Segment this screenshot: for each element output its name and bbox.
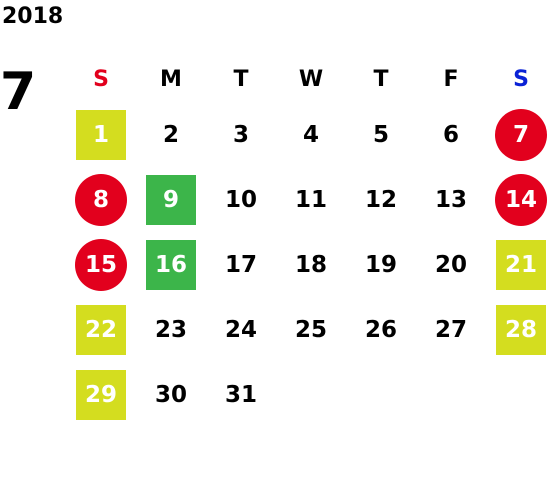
day-cell[interactable]: 2 bbox=[136, 102, 206, 167]
day-number: 8 bbox=[75, 173, 127, 226]
day-number: 15 bbox=[75, 238, 127, 291]
day-cell[interactable]: 18 bbox=[276, 232, 346, 297]
day-cell[interactable]: 16 bbox=[136, 232, 206, 297]
day-cell[interactable]: 4 bbox=[276, 102, 346, 167]
month-number: 7 bbox=[0, 62, 37, 122]
day-cell[interactable]: 25 bbox=[276, 297, 346, 362]
day-number: 20 bbox=[434, 251, 467, 278]
day-number: 11 bbox=[294, 186, 327, 213]
day-number: 22 bbox=[76, 304, 126, 355]
year-label: 2018 bbox=[2, 4, 64, 29]
day-number: 30 bbox=[154, 381, 187, 408]
day-number: 26 bbox=[364, 316, 397, 343]
weekday-header-mon: M bbox=[160, 67, 182, 92]
day-number: 9 bbox=[146, 174, 196, 225]
day-cell[interactable]: 31 bbox=[206, 362, 276, 427]
day-cell[interactable]: 12 bbox=[346, 167, 416, 232]
day-number: 4 bbox=[302, 121, 319, 148]
day-cell[interactable]: 17 bbox=[206, 232, 276, 297]
day-number: 2 bbox=[162, 121, 179, 148]
day-cell[interactable]: 22 bbox=[66, 297, 136, 362]
day-number: 31 bbox=[224, 381, 257, 408]
day-cell[interactable]: 5 bbox=[346, 102, 416, 167]
day-cell[interactable]: 27 bbox=[416, 297, 486, 362]
day-cell[interactable]: 24 bbox=[206, 297, 276, 362]
weekday-header-sun: S bbox=[93, 67, 109, 92]
day-cell[interactable]: 10 bbox=[206, 167, 276, 232]
weekday-header-tue: T bbox=[233, 67, 249, 92]
weekday-header-thu: T bbox=[373, 67, 389, 92]
day-number: 25 bbox=[294, 316, 327, 343]
day-number: 23 bbox=[154, 316, 187, 343]
weekday-header-wed: W bbox=[298, 67, 324, 92]
day-cell[interactable]: 3 bbox=[206, 102, 276, 167]
day-number: 6 bbox=[442, 121, 459, 148]
weekday-header-sat: S bbox=[513, 67, 529, 92]
day-cell[interactable]: 11 bbox=[276, 167, 346, 232]
day-cell[interactable]: 19 bbox=[346, 232, 416, 297]
day-cell[interactable]: 7 bbox=[486, 102, 548, 167]
day-cell[interactable]: 8 bbox=[66, 167, 136, 232]
day-cell[interactable]: 30 bbox=[136, 362, 206, 427]
day-number: 13 bbox=[434, 186, 467, 213]
day-cell[interactable]: 20 bbox=[416, 232, 486, 297]
day-number: 29 bbox=[76, 369, 126, 420]
weekday-header-fri: F bbox=[443, 67, 459, 92]
day-number: 1 bbox=[76, 109, 126, 160]
day-number: 7 bbox=[495, 108, 547, 161]
day-number: 19 bbox=[364, 251, 397, 278]
day-number: 3 bbox=[232, 121, 249, 148]
day-number: 18 bbox=[294, 251, 327, 278]
day-number: 27 bbox=[434, 316, 467, 343]
day-number: 28 bbox=[496, 304, 546, 355]
day-number: 24 bbox=[224, 316, 257, 343]
day-cell[interactable]: 1 bbox=[66, 102, 136, 167]
day-cell[interactable]: 15 bbox=[66, 232, 136, 297]
day-number: 5 bbox=[372, 121, 389, 148]
day-number: 14 bbox=[495, 173, 547, 226]
day-cell[interactable]: 13 bbox=[416, 167, 486, 232]
day-cell[interactable]: 26 bbox=[346, 297, 416, 362]
day-cell[interactable]: 29 bbox=[66, 362, 136, 427]
day-number: 10 bbox=[224, 186, 257, 213]
day-cell[interactable]: 9 bbox=[136, 167, 206, 232]
day-cell[interactable]: 23 bbox=[136, 297, 206, 362]
day-number: 17 bbox=[224, 251, 257, 278]
day-cell[interactable]: 14 bbox=[486, 167, 548, 232]
day-number: 12 bbox=[364, 186, 397, 213]
day-number: 16 bbox=[146, 239, 196, 290]
day-cell[interactable]: 6 bbox=[416, 102, 486, 167]
day-cell[interactable]: 28 bbox=[486, 297, 548, 362]
day-number: 21 bbox=[496, 239, 546, 290]
day-cell[interactable]: 21 bbox=[486, 232, 548, 297]
